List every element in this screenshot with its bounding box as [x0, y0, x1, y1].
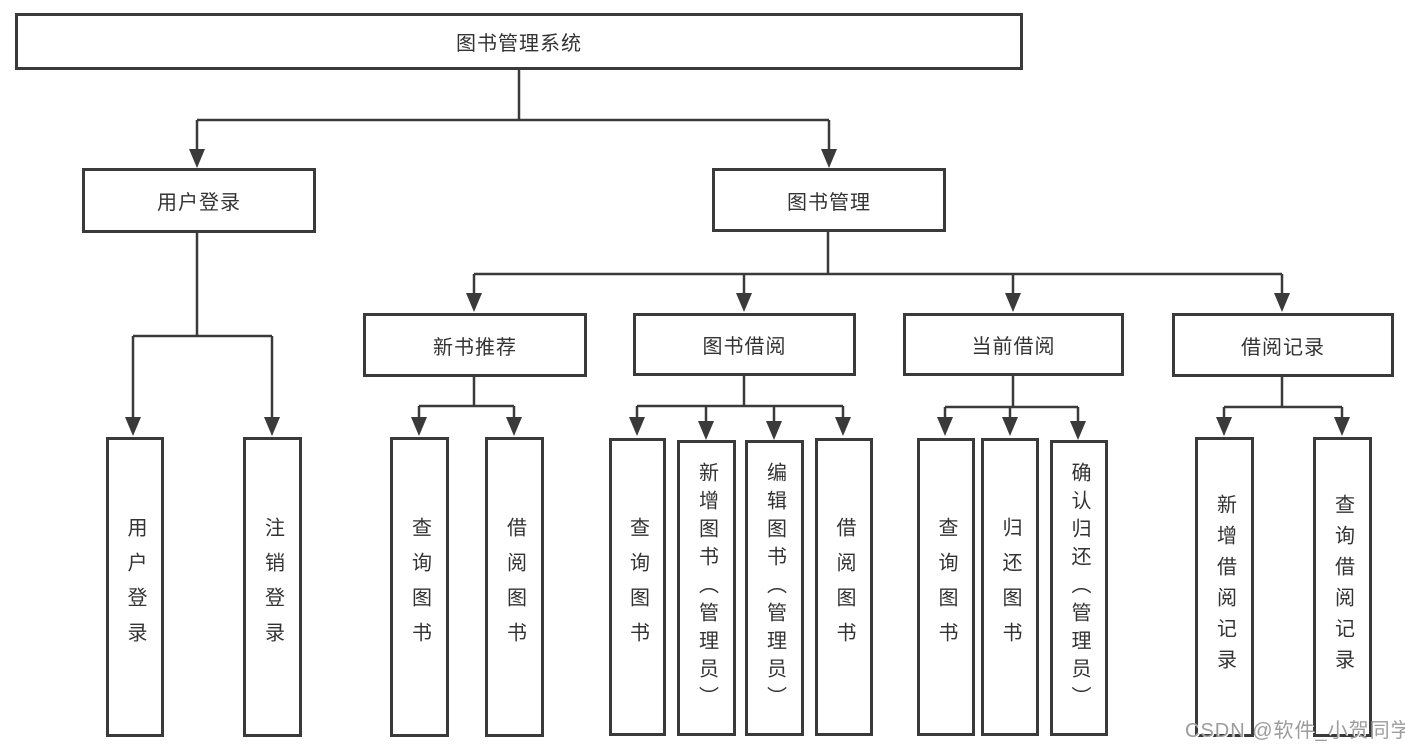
node-book-borrow: 图书借阅 — [633, 313, 856, 376]
arrow-down-icon — [466, 293, 482, 312]
leaf-label: 新增图书（管理员） — [695, 462, 718, 714]
leaf-label: 查询借阅记录 — [1331, 494, 1354, 680]
node-book-management: 图书管理 — [712, 168, 946, 232]
leaf-label: 注销登录 — [261, 517, 284, 657]
leaf-confirm-return-admin: 确认归还（管理员） — [1050, 440, 1108, 736]
leaf-label: 编辑图书（管理员） — [763, 462, 786, 714]
leaf-label: 查询图书 — [626, 517, 649, 657]
leaf-logout: 注销登录 — [243, 437, 302, 737]
leaf-label: 用户登录 — [124, 517, 146, 657]
node-root-system: 图书管理系统 — [15, 13, 1023, 70]
connector-book-mgmt-children — [472, 231, 1284, 297]
leaf-label: 归还图书 — [999, 517, 1021, 657]
arrow-down-icon — [506, 417, 522, 436]
leaf-label: 借阅图书 — [503, 517, 526, 657]
arrow-down-icon — [1002, 417, 1018, 436]
arrow-down-icon — [125, 417, 141, 436]
arrow-down-icon — [736, 293, 752, 312]
arrow-down-icon — [1216, 417, 1232, 436]
leaf-label: 查询图书 — [408, 517, 431, 657]
leaf-return-books: 归还图书 — [981, 438, 1039, 736]
leaf-borrow-books-1: 借阅图书 — [485, 437, 544, 737]
arrow-down-icon — [835, 417, 851, 436]
leaf-query-books-1: 查询图书 — [390, 437, 449, 737]
node-borrow-records: 借阅记录 — [1172, 313, 1394, 377]
node-current-borrow: 当前借阅 — [903, 313, 1124, 376]
arrow-down-icon — [189, 149, 205, 168]
connector-new-book-children — [417, 376, 516, 420]
csdn-watermark: CSDN @软件_小贺同学 — [1185, 720, 1405, 742]
arrow-down-icon — [766, 421, 782, 440]
arrow-down-icon — [1070, 421, 1086, 440]
leaf-label: 确认归还（管理员） — [1068, 462, 1090, 714]
leaf-label: 查询图书 — [935, 517, 957, 657]
arrow-down-icon — [411, 417, 427, 436]
connector-current-borrow-children — [943, 375, 1080, 422]
arrow-down-icon — [629, 417, 645, 436]
arrow-down-icon — [264, 417, 280, 436]
connector-user-login-children — [131, 232, 274, 420]
arrow-down-icon — [1274, 293, 1290, 312]
arrow-down-icon — [1005, 293, 1021, 312]
arrow-down-icon — [698, 421, 714, 440]
arrow-down-icon — [937, 417, 953, 436]
arrow-down-icon — [1334, 417, 1350, 436]
connector-borrow-records-children — [1222, 376, 1344, 420]
arrow-down-icon — [821, 149, 837, 168]
leaf-query-borrow-record: 查询借阅记录 — [1313, 437, 1372, 737]
leaf-query-books-2: 查询图书 — [609, 438, 666, 736]
leaf-edit-book-admin: 编辑图书（管理员） — [745, 440, 804, 736]
leaf-label: 借阅图书 — [833, 517, 855, 657]
leaf-label: 新增借阅记录 — [1213, 494, 1236, 680]
connector-root-to-level2 — [195, 69, 831, 151]
leaf-add-borrow-record: 新增借阅记录 — [1195, 437, 1254, 737]
leaf-query-books-3: 查询图书 — [917, 438, 975, 736]
leaf-user-login: 用户登录 — [106, 437, 164, 737]
node-new-book-recommend: 新书推荐 — [363, 313, 587, 377]
node-user-login: 用户登录 — [82, 168, 316, 233]
leaf-borrow-books-2: 借阅图书 — [815, 438, 873, 736]
connector-book-borrow-children — [635, 375, 845, 422]
leaf-add-book-admin: 新增图书（管理员） — [677, 440, 736, 736]
